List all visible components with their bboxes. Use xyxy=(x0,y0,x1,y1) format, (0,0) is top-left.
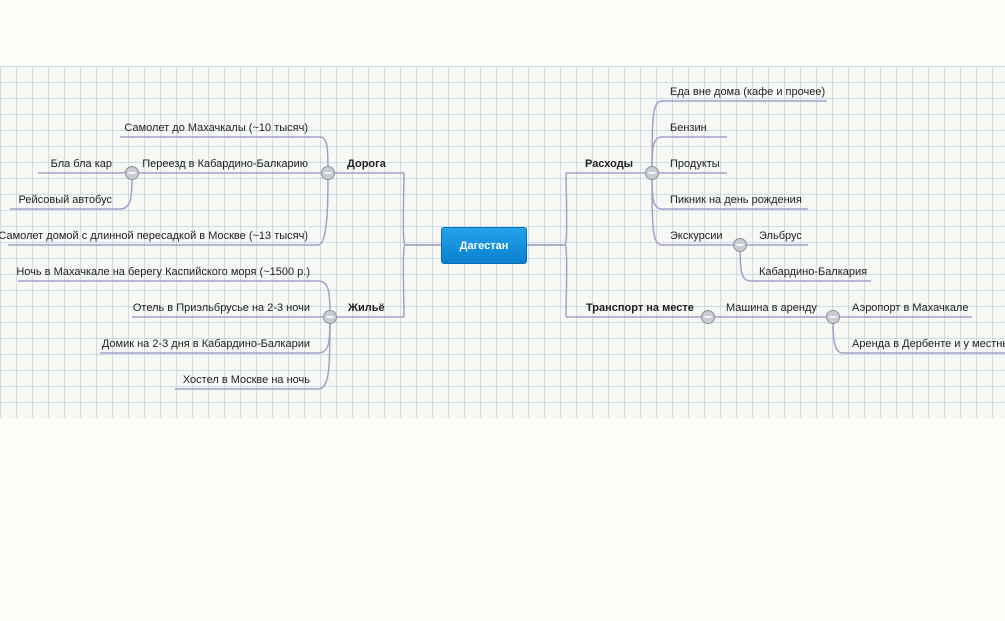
node-domik[interactable]: Домик на 2-3 дня в Кабардино-Балкарии xyxy=(101,338,310,350)
node-produkty[interactable]: Продукты xyxy=(670,158,720,170)
collapse-mashina-button[interactable] xyxy=(826,310,840,324)
node-kbr[interactable]: Кабардино-Балкария xyxy=(759,266,868,278)
collapse-pereezd-button[interactable] xyxy=(125,166,139,180)
node-mashina[interactable]: Машина в аренду xyxy=(726,302,817,314)
node-otel[interactable]: Отель в Приэльбрусье на 2-3 ночи xyxy=(132,302,310,314)
node-transport[interactable]: Транспорт на месте xyxy=(586,302,694,314)
collapse-zhilye-button[interactable] xyxy=(323,310,337,324)
collapse-raskhody-button[interactable] xyxy=(645,166,659,180)
node-avtobus[interactable]: Рейсовый автобус xyxy=(18,194,113,206)
node-arenda[interactable]: Аренда в Дербенте и у местных xyxy=(852,338,1005,350)
node-raskhody[interactable]: Расходы xyxy=(585,158,634,170)
collapse-ekskursii-button[interactable] xyxy=(733,238,747,252)
node-hostel[interactable]: Хостел в Москве на ночь xyxy=(182,374,310,386)
collapse-transport-button[interactable] xyxy=(701,310,715,324)
node-eda[interactable]: Еда вне дома (кафе и прочее) xyxy=(670,86,826,98)
node-zhilye[interactable]: Жильё xyxy=(348,302,385,314)
collapse-dorogа-button[interactable] xyxy=(321,166,335,180)
node-benzin[interactable]: Бензин xyxy=(670,122,707,134)
node-samolet-home[interactable]: Самолет домой с длинной пересадкой в Мос… xyxy=(0,230,308,242)
node-noch[interactable]: Ночь в Махачкале на берегу Каспийского м… xyxy=(16,266,310,278)
node-samolet-to[interactable]: Самолет до Махачкалы (~10 тысяч) xyxy=(124,122,308,134)
node-pereezd[interactable]: Переезд в Кабардино-Балкарию xyxy=(142,158,308,170)
connector-lines xyxy=(8,100,1005,390)
node-piknik[interactable]: Пикник на день рождения xyxy=(670,194,802,206)
node-aeroport[interactable]: Аэропорт в Махачкале xyxy=(852,302,969,314)
node-bla-bla-kar[interactable]: Бла бла кар xyxy=(50,158,112,170)
node-ekskursii[interactable]: Экскурсии xyxy=(670,230,723,242)
root-node[interactable]: Дагестан xyxy=(441,227,527,264)
node-doroga[interactable]: Дорога xyxy=(347,158,386,170)
node-elbrus[interactable]: Эльбрус xyxy=(759,230,802,242)
